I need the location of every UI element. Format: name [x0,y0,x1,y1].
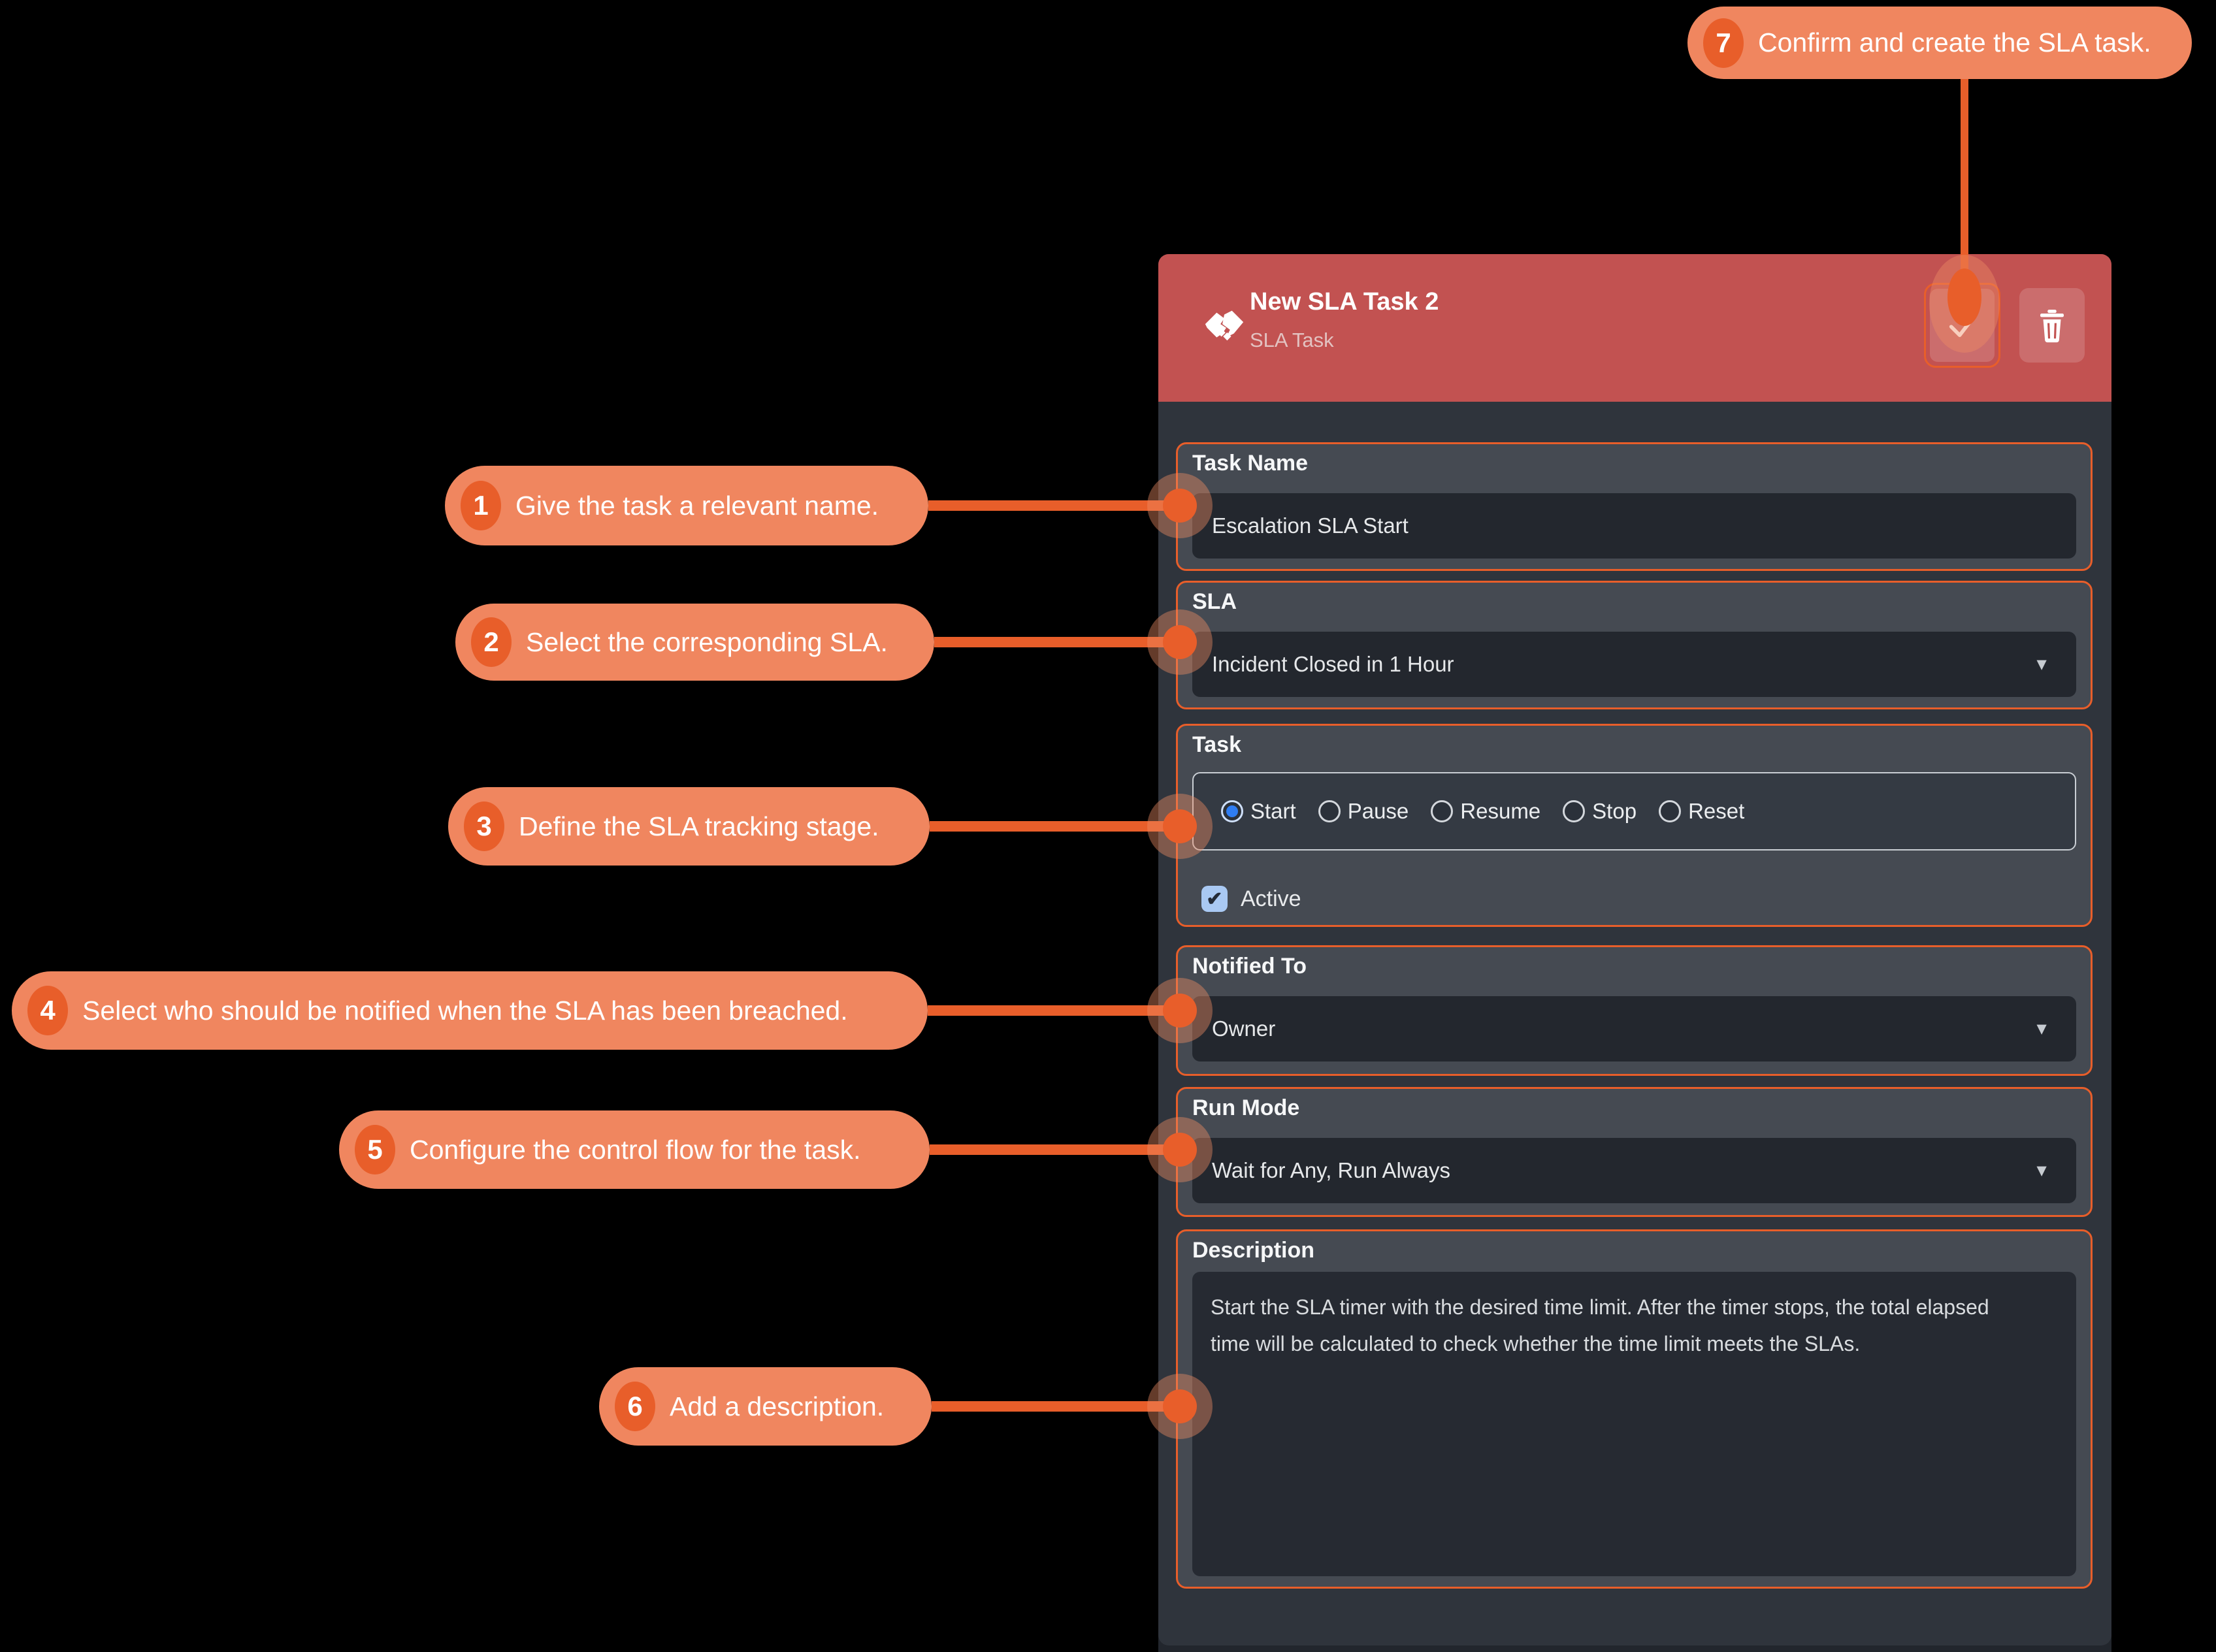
task-radio-group: Start Pause Resume Stop Reset [1192,772,2076,850]
callout-2-number: 2 [471,617,512,667]
callout-2-anchor-dot [1163,625,1197,659]
sla-select[interactable]: Incident Closed in 1 Hour ▼ [1192,632,2076,697]
radio-icon [1659,800,1682,822]
description-textarea[interactable]: Start the SLA timer with the desired tim… [1192,1272,2076,1576]
radio-label: Reset [1688,799,1745,823]
callout-2-text: Select the corresponding SLA. [526,626,888,657]
field-group-run-mode: Run Mode Wait for Any, Run Always ▼ [1176,1087,2093,1217]
panel-subtitle: SLA Task [1250,329,1334,351]
callout-7: 7 Confirm and create the SLA task. [1687,7,2192,79]
notified-to-label: Notified To [1192,954,1307,979]
task-name-label: Task Name [1192,451,1309,476]
notified-to-select[interactable]: Owner ▼ [1192,996,2076,1061]
chevron-down-icon: ▼ [2033,654,2050,674]
callout-7-connector [1961,79,1968,295]
callout-3-number: 3 [464,802,504,851]
callout-3-anchor-dot [1163,809,1197,843]
callout-1-connector [928,500,1180,511]
description-text: Start the SLA timer with the desired tim… [1211,1295,1989,1355]
callout-6: 6 Add a description. [599,1367,932,1446]
chevron-down-icon: ▼ [2033,1160,2050,1180]
radio-label: Pause [1347,799,1409,823]
chevron-down-icon: ▼ [2033,1018,2050,1039]
callout-1-anchor-dot [1163,489,1197,523]
callout-4: 4 Select who should be notified when the… [12,971,928,1050]
panel-title: New SLA Task 2 [1250,288,1439,316]
radio-option-resume[interactable]: Resume [1431,799,1540,824]
field-group-task-name: Task Name Escalation SLA Start [1176,442,2093,571]
radio-option-pause[interactable]: Pause [1318,799,1409,824]
field-group-task: Task Start Pause Resume Stop [1176,724,2093,927]
callout-1-number: 1 [461,481,501,530]
callout-3-text: Define the SLA tracking stage. [519,811,879,841]
field-group-description: Description Start the SLA timer with the… [1176,1229,2093,1589]
callout-3-connector [930,821,1180,832]
radio-icon [1318,800,1341,822]
task-name-input[interactable]: Escalation SLA Start [1192,493,2076,559]
active-checkbox[interactable]: ✔ [1201,886,1228,912]
description-label: Description [1192,1238,1315,1263]
callout-1-text: Give the task a relevant name. [515,490,879,521]
sla-selected-value: Incident Closed in 1 Hour [1212,652,1454,676]
callout-5: 5 Configure the control flow for the tas… [339,1110,930,1189]
callout-6-connector [932,1401,1180,1412]
field-group-notified-to: Notified To Owner ▼ [1176,945,2093,1076]
notified-to-selected-value: Owner [1212,1016,1276,1041]
callout-3: 3 Define the SLA tracking stage. [448,787,930,866]
callout-2: 2 Select the corresponding SLA. [455,604,934,681]
radio-option-stop[interactable]: Stop [1563,799,1637,824]
callout-5-connector [930,1144,1180,1155]
active-label: Active [1241,886,1301,911]
trash-icon [2040,310,2064,343]
callout-4-anchor-dot [1163,994,1197,1028]
field-group-sla: SLA Incident Closed in 1 Hour ▼ [1176,581,2093,709]
callout-4-number: 4 [27,986,68,1035]
run-mode-select[interactable]: Wait for Any, Run Always ▼ [1192,1138,2076,1203]
callout-7-text: Confirm and create the SLA task. [1758,27,2151,57]
radio-label: Stop [1592,799,1637,823]
run-mode-selected-value: Wait for Any, Run Always [1212,1158,1450,1182]
radio-option-start[interactable]: Start [1221,799,1296,824]
callout-5-text: Configure the control flow for the task. [410,1134,861,1165]
callout-1: 1 Give the task a relevant name. [445,466,928,545]
active-checkbox-row: ✔ Active [1201,886,1301,912]
callout-7-anchor-dot [1947,268,1981,326]
run-mode-label: Run Mode [1192,1095,1300,1120]
radio-selected-icon [1221,800,1243,822]
callout-5-anchor-dot [1163,1133,1197,1167]
radio-icon [1431,800,1454,822]
radio-option-reset[interactable]: Reset [1659,799,1744,824]
callout-2-connector [934,637,1180,647]
callout-4-connector [928,1005,1180,1016]
callout-6-number: 6 [615,1382,655,1431]
radio-icon [1563,800,1586,822]
callout-6-anchor-dot [1163,1389,1197,1423]
callout-7-number: 7 [1703,18,1744,68]
sla-task-panel: New SLA Task 2 SLA Task [1158,254,2111,1645]
radio-label: Start [1250,799,1296,823]
callout-5-number: 5 [355,1125,395,1174]
callout-6-text: Add a description. [670,1391,885,1421]
handshake-icon [1205,310,1244,341]
sla-label: SLA [1192,589,1237,614]
task-label: Task [1192,732,1241,757]
delete-button[interactable] [2019,288,2085,363]
callout-4-text: Select who should be notified when the S… [82,995,848,1026]
radio-label: Resume [1460,799,1541,823]
